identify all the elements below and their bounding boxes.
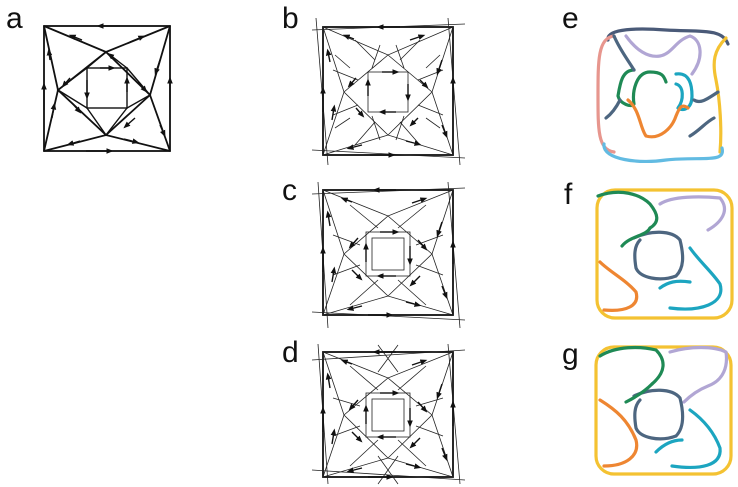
strand-yellow xyxy=(712,36,728,154)
panel-label-c: c xyxy=(282,174,297,207)
panel-label-a: a xyxy=(6,2,23,35)
strand-green xyxy=(616,68,668,108)
panel-e-link xyxy=(596,27,730,164)
panel-g: g xyxy=(562,338,733,476)
panel-label-g: g xyxy=(562,338,579,371)
strand-slate xyxy=(632,230,685,281)
panel-a-arrows xyxy=(41,23,173,154)
panel-label-e: e xyxy=(562,2,579,35)
strand-green xyxy=(598,345,665,386)
panel-d-arrows xyxy=(320,349,456,480)
panel-a-graph xyxy=(43,25,171,152)
panel-c-arrows xyxy=(320,187,456,318)
panel-f: f xyxy=(564,178,734,320)
strand-lightblue xyxy=(602,142,724,164)
strand-orange xyxy=(598,398,639,468)
panel-c: c xyxy=(282,174,466,329)
strand-green-2 xyxy=(620,226,652,248)
panel-label-f: f xyxy=(564,178,573,211)
panel-d-graph xyxy=(311,343,466,485)
strand-green-2 xyxy=(624,382,654,404)
strand-green xyxy=(596,190,659,230)
strand-teal-2 xyxy=(658,279,692,290)
strand-teal-2 xyxy=(654,438,684,454)
strand-outer-yellow xyxy=(594,345,733,476)
strand-teal xyxy=(674,72,694,112)
strand-outer-yellow xyxy=(595,188,734,320)
panel-e: e xyxy=(562,2,730,164)
panel-a: a xyxy=(6,2,173,154)
panel-b-graph xyxy=(311,17,466,166)
panel-label-b: b xyxy=(282,2,299,35)
panel-b: b xyxy=(282,2,466,166)
strand-teal xyxy=(670,408,722,470)
panel-c-graph xyxy=(311,181,466,329)
strand-orange xyxy=(598,260,639,312)
strand-lavender xyxy=(668,345,729,404)
panel-d: d xyxy=(282,336,466,485)
strand-lavender xyxy=(658,195,726,232)
strand-lavender xyxy=(624,34,702,76)
panel-g-link xyxy=(594,345,733,476)
strand-pink xyxy=(596,34,616,154)
strand-orange xyxy=(626,98,690,139)
strand-slate xyxy=(604,34,720,138)
strand-slate xyxy=(632,388,685,441)
panel-f-link xyxy=(595,188,734,320)
panel-label-d: d xyxy=(282,336,299,369)
strand-teal xyxy=(668,246,723,311)
strand-navy xyxy=(606,27,730,46)
panel-b-arrows xyxy=(320,24,456,158)
